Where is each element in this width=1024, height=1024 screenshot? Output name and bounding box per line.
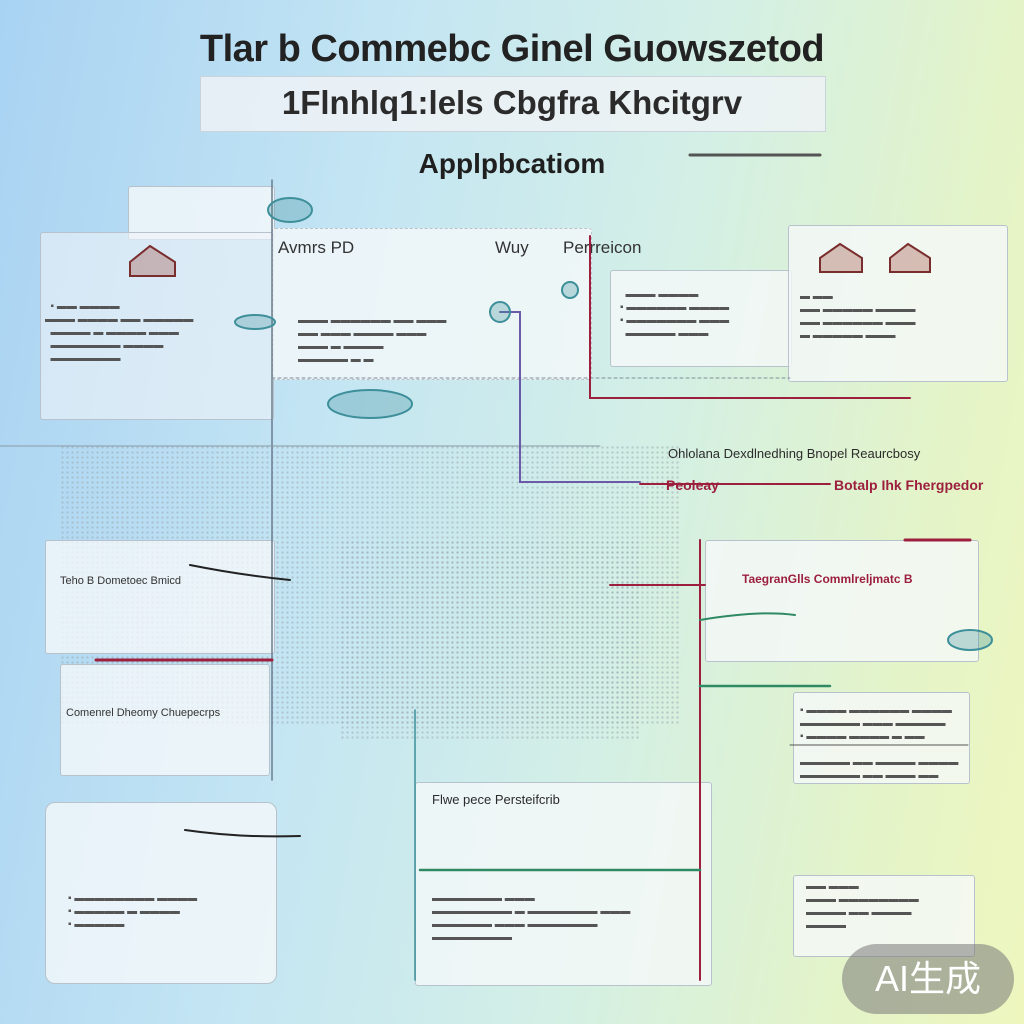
center-caption: Ohlolana Dexdlnedhing Bnopel Reaurcbosy: [668, 446, 921, 461]
mid-left-card-small: [45, 540, 275, 654]
top-left-header: Avmrs PD: [278, 238, 355, 257]
page-subtitle: 1Flnhlq1:lels Cbgfra Khcitgrv: [281, 84, 743, 121]
page-title: Tlar b Commebc Ginel Guowszetod: [199, 28, 825, 70]
left-info-text: ▪ ▬▬ ▬▬▬▬ ▬▬▬ ▬▬▬▬ ▬▬ ▬▬▬▬▬ ▬▬▬▬ ▬ ▬▬▬▬ …: [45, 301, 194, 364]
title-band: [200, 76, 826, 132]
right-detail-text: ▪ ▬▬▬▬ ▬▬▬▬▬▬ ▬▬▬▬ ▬▬▬▬▬▬ ▬▬▬ ▬▬▬▬▬ ▪ ▬▬…: [800, 705, 959, 781]
top-mid-header: Wuy: [495, 238, 529, 257]
page-tagline: Applpbcatiom: [418, 148, 606, 179]
world-map-south: [340, 540, 640, 740]
bottom-mid-card: [415, 782, 712, 986]
top-right-header: Perrreicon: [563, 238, 642, 257]
right-panel: [705, 540, 979, 662]
mid-left-card: [60, 664, 270, 776]
top-mid-text: ▬▬▬ ▬▬▬▬▬▬ ▬▬ ▬▬▬ ▬▬ ▬▬▬ ▬▬▬▬ ▬▬▬ ▬▬▬ ▬ …: [298, 315, 447, 365]
right-red-header: TaegranGlls Commlreljmatc B: [742, 572, 913, 586]
mid-left-small-text: Teho B Dometoec Bmicd: [60, 575, 182, 587]
bottom-mid-text: ▬▬▬▬▬▬▬ ▬▬▬ ▬▬▬▬▬▬▬▬ ▬ ▬▬▬▬▬▬▬ ▬▬▬ ▬▬▬▬▬…: [432, 893, 631, 943]
bottom-left-text: ▪ ▬▬▬▬▬▬▬▬ ▬▬▬▬ ▪ ▬▬▬▬▬ ▬ ▬▬▬▬ ▪ ▬▬▬▬▬: [68, 893, 198, 930]
mid-left-text: Comenrel Dheomy Chuepecrps: [66, 707, 221, 719]
bottom-right-text: ▬▬ ▬▬▬ ▬▬▬ ▬▬▬▬▬▬▬▬ ▬▬▬▬ ▬▬ ▬▬▬▬ ▬▬▬▬: [806, 881, 919, 931]
top-right-b-text: ▬ ▬▬ ▬▬ ▬▬▬▬▬ ▬▬▬▬ ▬▬ ▬▬▬▬▬▬ ▬▬▬ ▬ ▬▬▬▬▬…: [800, 291, 916, 341]
center-red-left: Peoleay: [666, 477, 719, 493]
bottom-mid-header: Flwe pece Persteifcrib: [432, 792, 560, 807]
right-detail-card: [793, 692, 970, 784]
top-right-a-text: ▬▬▬ ▬▬▬▬ ▪ ▬▬▬▬▬▬ ▬▬▬▬ ▪ ▬▬▬▬▬▬▬ ▬▬▬ ▬▬▬…: [620, 289, 730, 339]
ai-generated-badge: AI生成: [842, 944, 1014, 1014]
center-red-right: Botalp Ihk Fhergpedor: [834, 477, 984, 493]
